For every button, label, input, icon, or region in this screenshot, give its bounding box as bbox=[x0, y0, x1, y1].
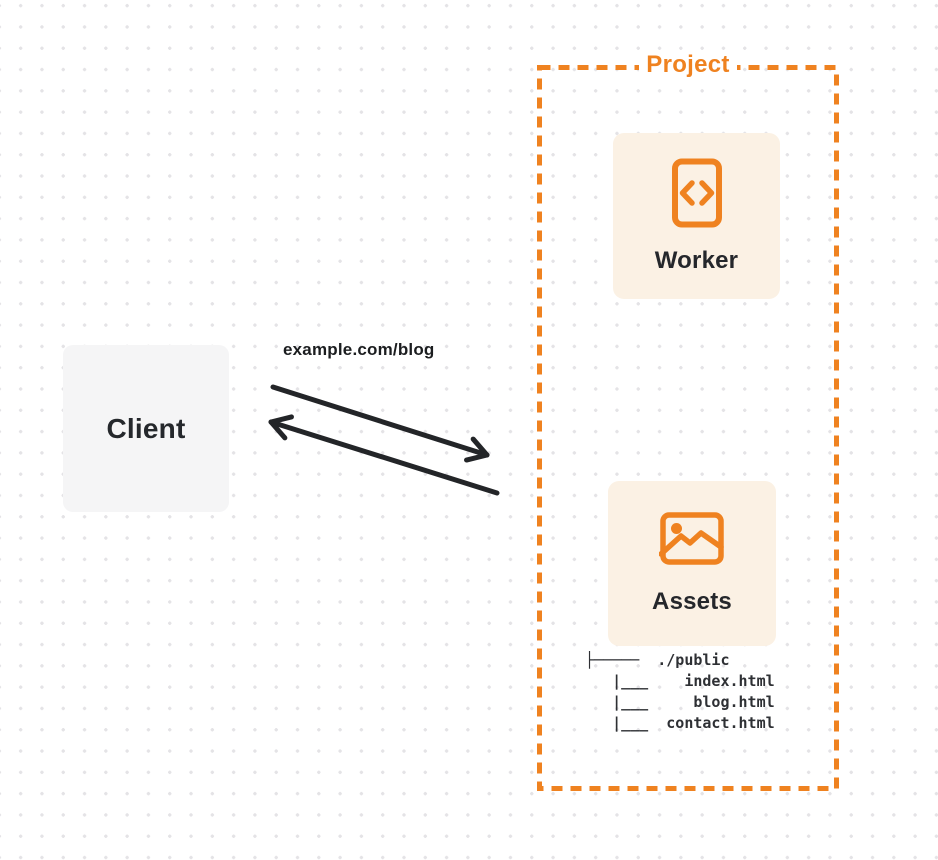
assets-file-tree: ├───── ./public |___ index.html |___ blo… bbox=[585, 651, 775, 732]
request-response-arrows bbox=[268, 384, 500, 496]
project-label-row: Project bbox=[536, 51, 840, 79]
worker-label: Worker bbox=[654, 246, 739, 274]
request-url-label: example.com/blog bbox=[283, 340, 435, 359]
project-label: Project bbox=[639, 51, 737, 79]
image-icon-sun bbox=[671, 523, 682, 534]
image-icon bbox=[659, 512, 724, 565]
project-boundary-box bbox=[537, 65, 839, 791]
request-arrow bbox=[270, 384, 490, 463]
response-arrow bbox=[268, 414, 500, 496]
assets-label: Assets bbox=[652, 588, 732, 615]
code-document-icon bbox=[671, 158, 722, 227]
client-node: Client bbox=[63, 345, 229, 512]
assets-node: Assets bbox=[608, 481, 776, 646]
worker-node: Worker bbox=[613, 133, 780, 299]
client-label: Client bbox=[106, 412, 186, 444]
